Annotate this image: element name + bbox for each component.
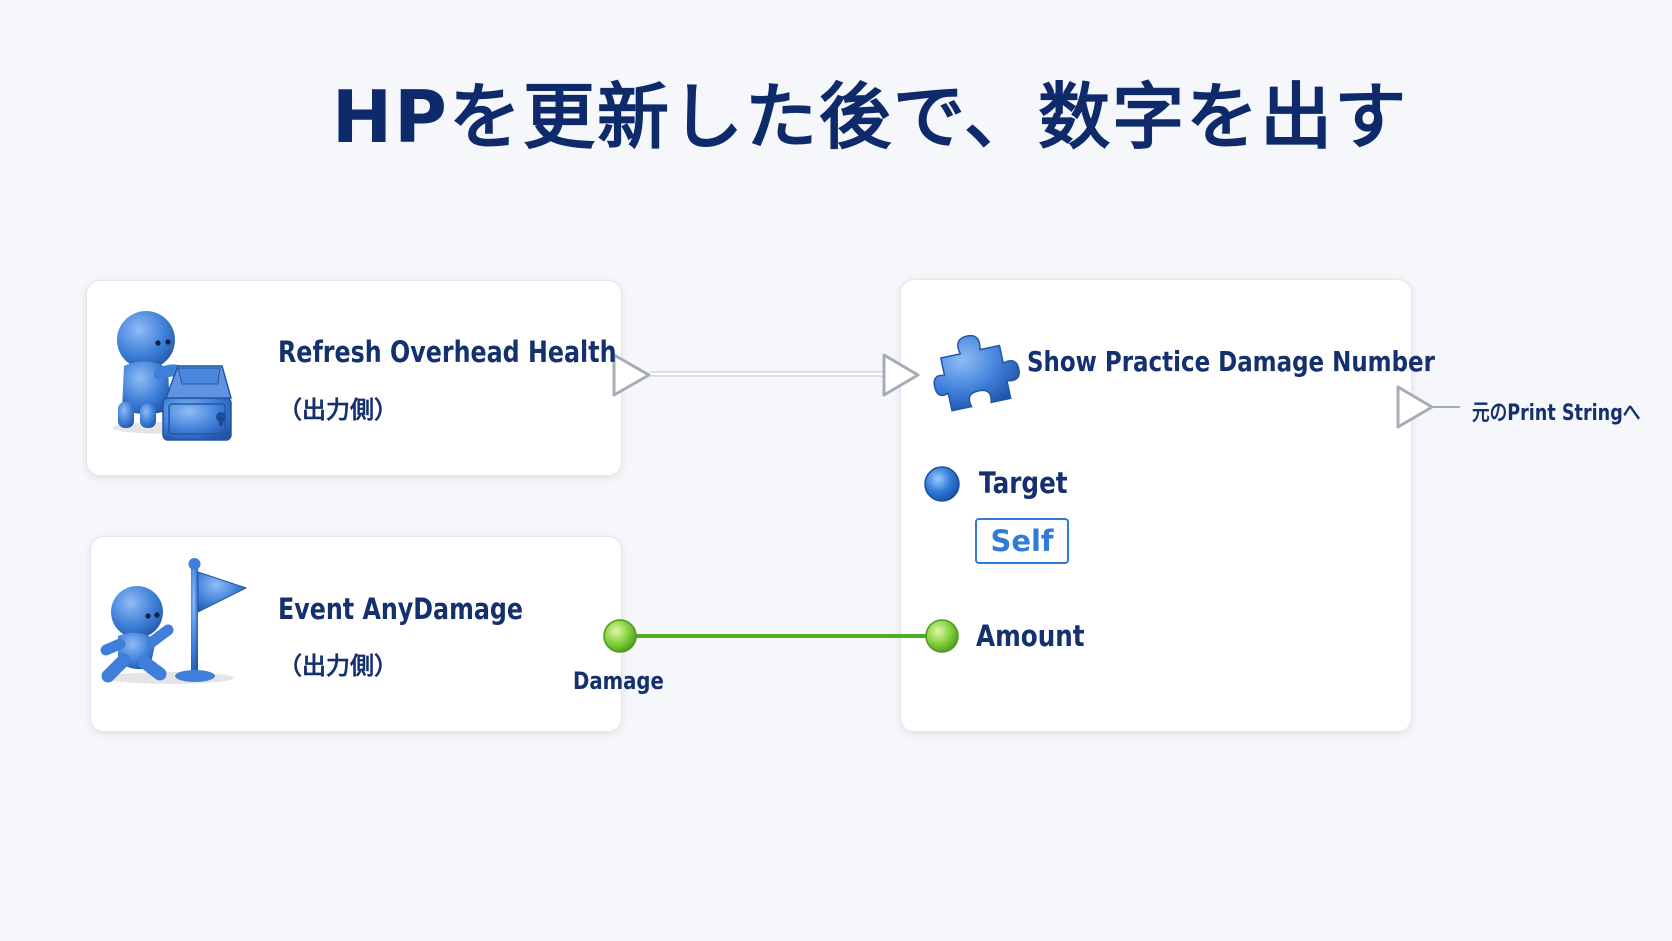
show-exec-in-pin[interactable] bbox=[882, 353, 920, 397]
refresh-node-subtitle: （出力側） bbox=[278, 396, 398, 424]
amount-input-pin[interactable] bbox=[925, 619, 959, 653]
damage-output-pin[interactable] bbox=[603, 619, 637, 653]
event-any-damage-node[interactable] bbox=[90, 536, 622, 732]
amount-pin-label: Amount bbox=[976, 619, 1085, 653]
damage-pin-label: Damage bbox=[573, 667, 664, 695]
person-running-flag-icon bbox=[100, 558, 248, 684]
event-node-subtitle: （出力側） bbox=[278, 652, 398, 680]
event-node-title: Event AnyDamage bbox=[278, 592, 524, 626]
page-title: HPを更新した後で、数字を出す bbox=[331, 75, 1409, 159]
person-treasure-chest-icon bbox=[112, 311, 232, 441]
show-node-title: Show Practice Damage Number bbox=[1027, 345, 1435, 378]
target-input-pin[interactable] bbox=[924, 466, 960, 502]
show-exec-out-pin[interactable] bbox=[1396, 385, 1434, 429]
refresh-exec-out-pin[interactable] bbox=[612, 353, 651, 397]
refresh-node-title: Refresh Overhead Health bbox=[278, 335, 617, 369]
exec-out-label: 元のPrint Stringへ bbox=[1472, 401, 1641, 426]
puzzle-piece-icon bbox=[933, 334, 1020, 412]
target-self-value[interactable]: Self bbox=[975, 518, 1069, 564]
target-pin-label: Target bbox=[979, 466, 1068, 500]
